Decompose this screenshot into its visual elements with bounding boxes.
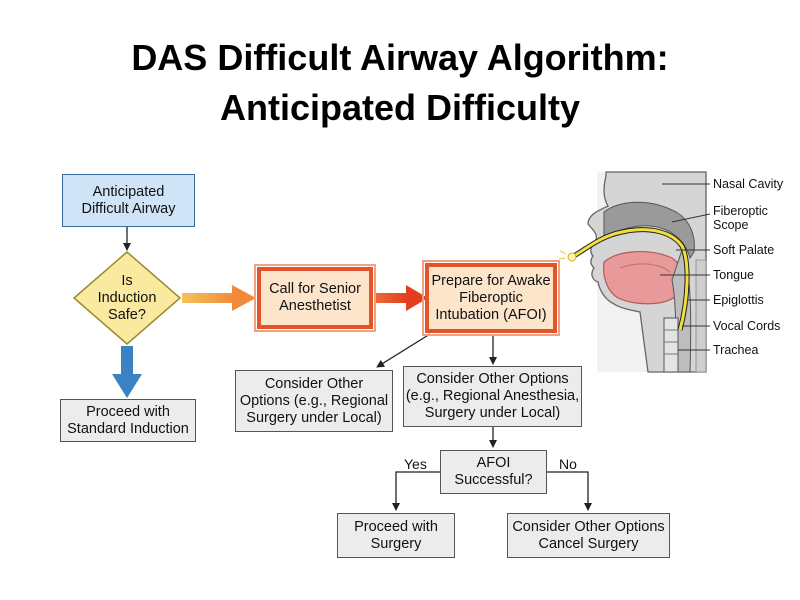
proceed-with-surgery-box: Proceed with Surgery <box>337 513 455 558</box>
prepare-awake-fiberoptic-intubation-box: Prepare for Awake Fiberoptic Intubation … <box>425 263 557 333</box>
blue-arrow-shaft <box>121 346 133 376</box>
start-box: Anticipated Difficult Airway <box>62 174 195 227</box>
arrow-afoi-to-left-consider <box>376 333 431 368</box>
decision-diamond-induction <box>72 251 182 345</box>
airway-anatomy-illustration <box>558 171 707 373</box>
no-label: No <box>559 456 577 472</box>
yes-label: Yes <box>404 456 427 472</box>
call-senior-anesthetist-box: Call for Senior Anesthetist <box>257 267 373 329</box>
label-fiberoptic-scope: Fiberoptic Scope <box>713 204 768 232</box>
consider-other-options-left-box: Consider Other Options (e.g., Regional S… <box>235 370 393 432</box>
label-trachea: Trachea <box>713 343 759 357</box>
prepare-afoi-outer-border <box>422 260 560 336</box>
red-arrow-head <box>406 285 428 311</box>
diagram-title-line1: DAS Difficult Airway Algorithm: <box>131 37 669 78</box>
label-epiglottis: Epiglottis <box>713 293 764 307</box>
diagram-title-line2: Anticipated Difficulty <box>219 87 581 128</box>
label-tongue: Tongue <box>713 268 755 282</box>
consider-other-options-right-box: Consider Other Options (e.g., Regional A… <box>403 366 582 427</box>
cancel-surgery-box: Consider Other Options Cancel Surgery <box>507 513 670 558</box>
label-soft-palate: Soft Palate <box>713 243 775 257</box>
call-senior-outer-border <box>254 264 376 332</box>
orange-arrow-shaft <box>182 293 234 303</box>
anatomy-leader-lines <box>660 183 711 351</box>
label-vocal-cords: Vocal Cords <box>713 319 781 333</box>
arrow-no-branch <box>547 471 592 511</box>
blue-arrow-head <box>112 374 142 398</box>
red-arrow-shaft <box>374 293 408 303</box>
decision-induction-safe-label: Is Induction Safe? <box>97 272 157 323</box>
arrow-yes-branch <box>392 471 440 511</box>
orange-arrow-head <box>232 285 256 311</box>
label-nasal-cavity: Nasal Cavity <box>713 177 784 191</box>
afoi-successful-decision-box: AFOI Successful? <box>440 450 547 494</box>
proceed-standard-induction-box: Proceed with Standard Induction <box>60 399 196 442</box>
